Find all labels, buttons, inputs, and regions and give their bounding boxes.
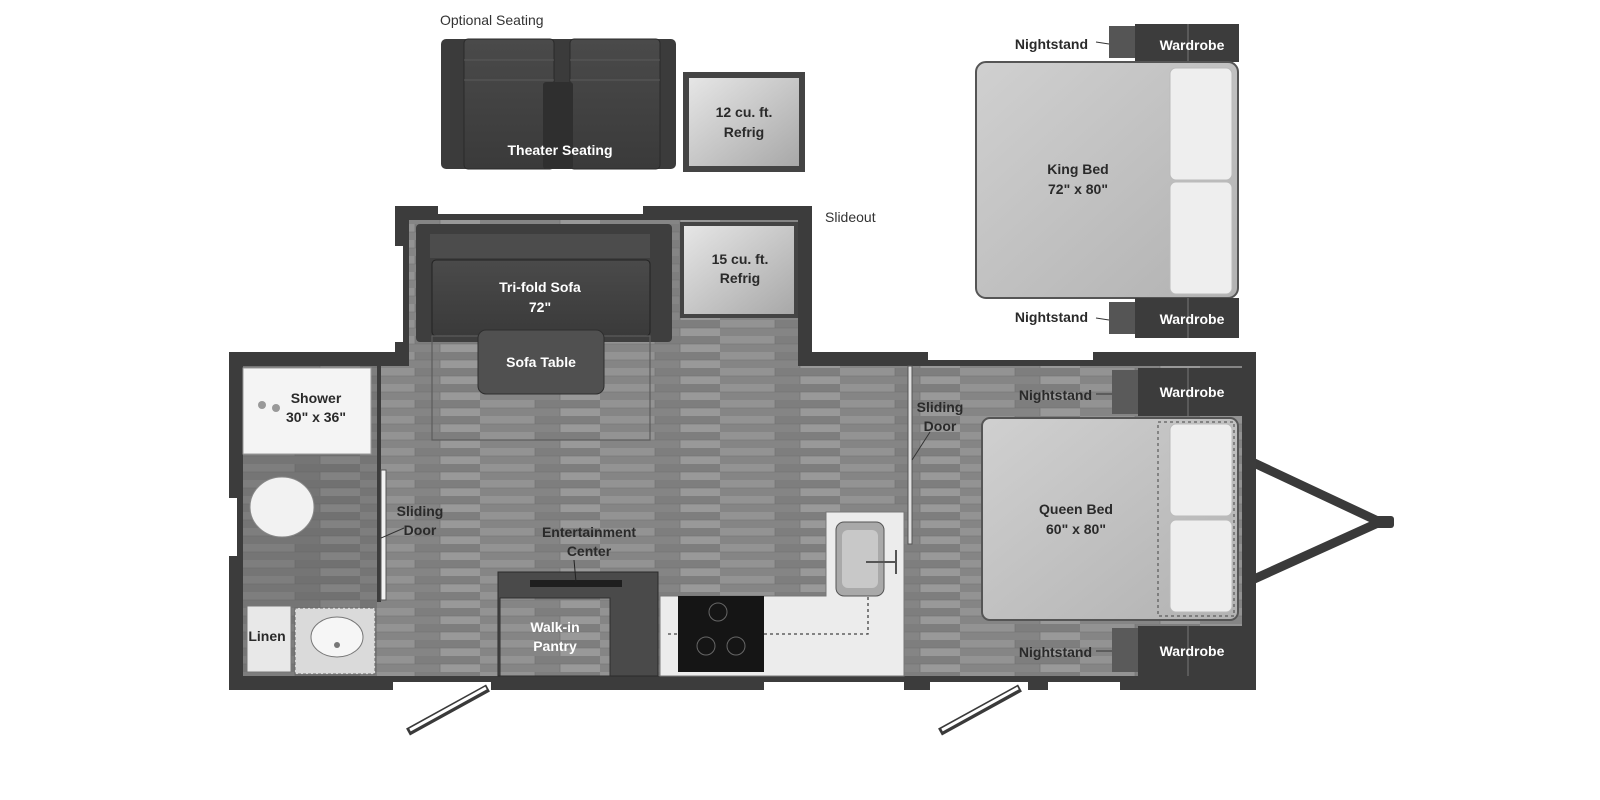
theater-seating-label: Theater Seating [507,142,612,158]
king-nightstand-top: Nightstand [1015,26,1135,58]
toilet [249,476,315,538]
sliding-door-left-label: Sliding [397,503,444,519]
optional-seating-group: Optional Seating Theater Seating 12 cu. … [440,12,805,172]
shower: Shower 30" x 36" [242,367,372,455]
bath-window [229,498,237,556]
rear-window [1048,682,1120,690]
queen-bed-label: Queen Bed [1039,501,1113,517]
bathroom-sink [294,607,376,675]
king-bed: King Bed 72" x 80" [975,61,1239,299]
king-wardrobe-top: Wardrobe [1135,24,1239,62]
sofa-table: Sofa Table [477,329,605,395]
king-nightstand-bottom-label: Nightstand [1015,309,1088,325]
nightstand-bottom-label: Nightstand [1019,644,1092,660]
entertainment-center-label: Entertainment [542,524,636,540]
sofa-table-label: Sofa Table [506,354,576,370]
king-nightstand-bottom: Nightstand [1015,302,1135,334]
trailer-hitch [1250,457,1394,585]
refrig-12-label: Refrig [724,124,764,140]
refrigerator-15cuft: 15 cu. ft. Refrig [680,222,798,318]
sliding-door-right-label: Sliding [917,399,964,415]
nightstand-top: Nightstand [1019,370,1138,414]
bedroom-window [928,352,1093,360]
linen-label: Linen [248,628,285,644]
sliding-door-right-label-2: Door [924,418,957,434]
front-window [393,682,491,690]
main-floorplan: Slideout Tri-fold Sofa 72" 15 cu. ft. Re… [229,206,1394,736]
queen-bed: Queen Bed 60" x 80" [981,417,1239,621]
refrigerator-12cuft: 12 cu. ft. Refrig [683,72,805,172]
slideout-window [438,206,643,214]
linen-closet [246,605,292,673]
king-nightstand-top-label: Nightstand [1015,36,1088,52]
entertainment-center-label-2: Center [567,543,612,559]
wardrobe-bottom-label: Wardrobe [1160,643,1225,659]
shower-label: Shower [291,390,342,406]
queen-bed-size: 60" x 80" [1046,521,1106,537]
walkin-pantry-label-2: Pantry [533,638,577,654]
walkin-pantry: Walk-in Pantry [499,597,611,677]
trifold-sofa: Tri-fold Sofa 72" [416,224,672,342]
kitchen-sink [835,521,897,597]
shower-size: 30" x 36" [286,409,346,425]
nightstand-top-label: Nightstand [1019,387,1092,403]
trifold-sofa-label: Tri-fold Sofa [499,279,581,295]
walkin-pantry-label: Walk-in [530,619,579,635]
king-bed-option-group: Nightstand Wardrobe King Bed 72" x 80" N… [975,24,1239,338]
kitchen-window [764,682,904,690]
entry-door-gap [930,682,1028,690]
kitchen-counter [659,511,905,677]
theater-seating: Theater Seating [441,38,676,170]
refrig-15-size: 15 cu. ft. [712,251,769,267]
slideout-side-window [395,246,403,342]
sliding-door-left[interactable]: Sliding Door [380,469,444,601]
refrig-12-size: 12 cu. ft. [716,104,773,120]
sliding-door-left-label-2: Door [404,522,437,538]
rear-entry-door[interactable] [938,684,1022,736]
refrig-15-label: Refrig [720,270,760,286]
king-bed-size: 72" x 80" [1048,181,1108,197]
bathroom: Shower 30" x 36" Linen [242,366,381,676]
wardrobe-top-label: Wardrobe [1160,384,1225,400]
optional-seating-heading: Optional Seating [440,12,544,28]
slideout-label: Slideout [825,209,876,225]
king-wardrobe-top-label: Wardrobe [1160,37,1225,53]
king-wardrobe-bottom-label: Wardrobe [1160,311,1225,327]
nightstand-bottom: Nightstand [1019,628,1138,672]
king-wardrobe-bottom: Wardrobe [1135,298,1239,338]
front-entry-door[interactable] [406,684,490,736]
wardrobe-top: Wardrobe [1138,368,1242,416]
sliding-door-right[interactable]: Sliding Door [907,365,964,545]
wardrobe-bottom: Wardrobe [1138,626,1242,676]
king-bed-label: King Bed [1047,161,1108,177]
cooktop [678,596,764,672]
trifold-sofa-size: 72" [529,299,551,315]
